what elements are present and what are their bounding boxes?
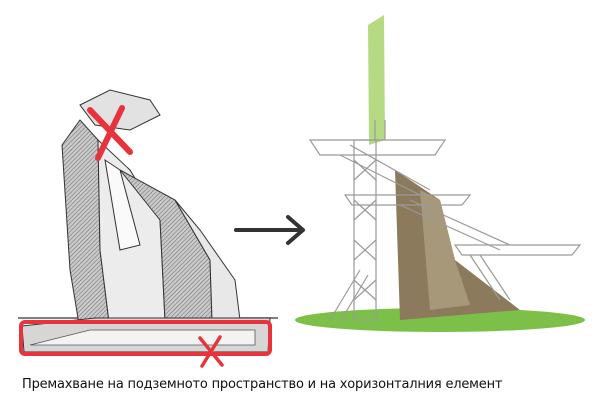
removed-horizontal-element-outline [19,320,272,356]
caption: Премахване на подземното пространство и … [22,377,503,392]
arrow-right-icon [234,215,305,245]
remove-x-icon [87,105,133,161]
remove-x-icon [198,335,224,368]
green-ground [295,308,585,332]
green-vertical-bar [368,15,385,145]
new-tower-render [295,15,585,332]
original-sculpture-sketch [18,89,278,353]
